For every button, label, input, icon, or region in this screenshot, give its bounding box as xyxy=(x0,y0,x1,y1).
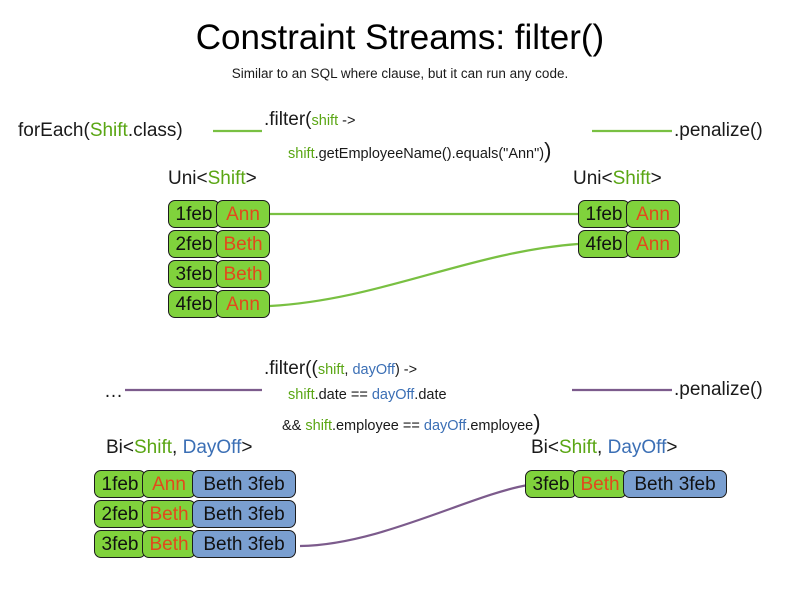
cell-date: 2feb xyxy=(94,500,146,528)
uni-filter-body-var: shift xyxy=(288,146,315,162)
page-subtitle: Similar to an SQL where clause, but it c… xyxy=(231,66,569,81)
bi-input-type-b: DayOff xyxy=(182,437,242,458)
bi-output-sep: , xyxy=(597,437,608,458)
bi-filter-param-a: shift xyxy=(317,362,345,378)
page-title: Constraint Streams: filter() xyxy=(195,18,605,57)
wire-bi-row3 xyxy=(299,483,529,548)
bi-source-ellipsis: … xyxy=(104,381,124,402)
cell-date: 4feb xyxy=(578,230,630,258)
cell-name: Ann xyxy=(142,470,196,498)
cell-pair: Beth 3feb xyxy=(192,470,296,498)
uni-filter-close-paren: ) xyxy=(544,138,552,163)
bi-output-stream-label: Bi<Shift, DayOff> xyxy=(531,437,677,459)
uni-penalize-label: .penalize() xyxy=(674,120,763,141)
bi-filter-line2: shift.date == dayOff.date xyxy=(288,387,447,403)
cell-name: Beth xyxy=(142,530,196,558)
table-row[interactable]: 1feb Ann xyxy=(578,200,680,228)
cell-name: Ann xyxy=(626,200,680,228)
table-row[interactable]: 1feb Ann Beth 3feb xyxy=(94,470,296,498)
cell-date: 3feb xyxy=(168,260,220,288)
foreach-label: forEach(Shift.class) xyxy=(18,120,183,142)
bi-filter-param-sep: , xyxy=(344,362,353,378)
bi-filter-line2-end: .date xyxy=(414,387,447,403)
uni-input-table: 1feb Ann 2feb Beth 3feb Beth 4feb Ann xyxy=(168,200,270,318)
uni-output-type: Shift xyxy=(612,168,651,189)
cell-name: Beth xyxy=(142,500,196,528)
bi-output-prefix: Bi< xyxy=(531,437,559,458)
bi-output-table: 3feb Beth Beth 3feb xyxy=(525,470,727,498)
table-row[interactable]: 4feb Ann xyxy=(578,230,680,258)
foreach-suffix: .class) xyxy=(127,120,183,141)
table-row[interactable]: 2feb Beth xyxy=(168,230,270,258)
cell-name: Ann xyxy=(216,200,270,228)
cell-name: Beth xyxy=(216,230,270,258)
cell-date: 3feb xyxy=(94,530,146,558)
bi-filter-line3-end: .employee xyxy=(466,418,534,434)
foreach-type: Shift xyxy=(89,120,128,141)
cell-name: Ann xyxy=(216,290,270,318)
bi-penalize-label: .penalize() xyxy=(674,379,763,400)
bi-input-table: 1feb Ann Beth 3feb 2feb Beth Beth 3feb 3… xyxy=(94,470,296,558)
bi-filter-line3-var-a: shift xyxy=(305,418,332,434)
bi-filter-line2-mid: .date == xyxy=(314,387,372,403)
table-row[interactable]: 3feb Beth Beth 3feb xyxy=(525,470,727,498)
bi-input-stream-label: Bi<Shift, DayOff> xyxy=(106,437,252,459)
bi-filter-keyword: .filter(( xyxy=(264,358,318,379)
bi-input-suffix: > xyxy=(241,437,253,458)
table-row[interactable]: 3feb Beth xyxy=(168,260,270,288)
table-row[interactable]: 1feb Ann xyxy=(168,200,270,228)
cell-date: 2feb xyxy=(168,230,220,258)
bi-filter-head: .filter((shift, dayOff) -> xyxy=(264,358,417,380)
bi-input-type-a: Shift xyxy=(134,437,173,458)
cell-date: 3feb xyxy=(525,470,577,498)
table-row[interactable]: 3feb Beth Beth 3feb xyxy=(94,530,296,558)
cell-date: 1feb xyxy=(168,200,220,228)
bi-filter-line3: && shift.employee == dayOff.employee) xyxy=(282,410,541,436)
bi-output-suffix: > xyxy=(666,437,678,458)
bi-filter-line3-var-b: dayOff xyxy=(423,418,467,434)
cell-date: 1feb xyxy=(578,200,630,228)
uni-filter-head: .filter(shift -> xyxy=(264,109,355,131)
uni-input-stream-label: Uni<Shift> xyxy=(168,168,257,190)
bi-filter-line3-mid: .employee == xyxy=(331,418,424,434)
table-row[interactable]: 4feb Ann xyxy=(168,290,270,318)
cell-name: Ann xyxy=(626,230,680,258)
cell-pair: Beth 3feb xyxy=(623,470,727,498)
uni-output-suffix: > xyxy=(650,168,662,189)
uni-filter-body: shift.getEmployeeName().equals("Ann")) xyxy=(288,138,551,164)
bi-filter-close-paren: ) xyxy=(533,410,541,435)
uni-output-prefix: Uni< xyxy=(573,168,613,189)
cell-date: 1feb xyxy=(94,470,146,498)
cell-date: 4feb xyxy=(168,290,220,318)
cell-pair: Beth 3feb xyxy=(192,500,296,528)
bi-output-type-b: DayOff xyxy=(607,437,667,458)
wire-uni-row4 xyxy=(269,242,579,308)
bi-input-prefix: Bi< xyxy=(106,437,134,458)
foreach-prefix: forEach( xyxy=(18,120,90,141)
cell-pair: Beth 3feb xyxy=(192,530,296,558)
cell-name: Beth xyxy=(216,260,270,288)
bi-filter-arrow: ) -> xyxy=(394,362,418,378)
table-row[interactable]: 2feb Beth Beth 3feb xyxy=(94,500,296,528)
uni-input-type: Shift xyxy=(207,168,246,189)
uni-filter-param: shift xyxy=(311,113,339,129)
uni-output-stream-label: Uni<Shift> xyxy=(573,168,662,190)
uni-input-prefix: Uni< xyxy=(168,168,208,189)
uni-output-table: 1feb Ann 4feb Ann xyxy=(578,200,680,258)
bi-filter-line3-prefix: && xyxy=(282,418,306,434)
uni-filter-body-rest: .getEmployeeName().equals("Ann") xyxy=(314,146,545,162)
uni-input-suffix: > xyxy=(245,168,257,189)
bi-input-sep: , xyxy=(172,437,183,458)
uni-filter-arrow: -> xyxy=(338,113,356,129)
bi-filter-line2-var-b: dayOff xyxy=(371,387,415,403)
cell-name: Beth xyxy=(573,470,627,498)
uni-filter-keyword: .filter( xyxy=(264,109,312,130)
bi-filter-param-b: dayOff xyxy=(352,362,395,378)
bi-filter-line2-var-a: shift xyxy=(288,387,315,403)
bi-output-type-a: Shift xyxy=(559,437,598,458)
